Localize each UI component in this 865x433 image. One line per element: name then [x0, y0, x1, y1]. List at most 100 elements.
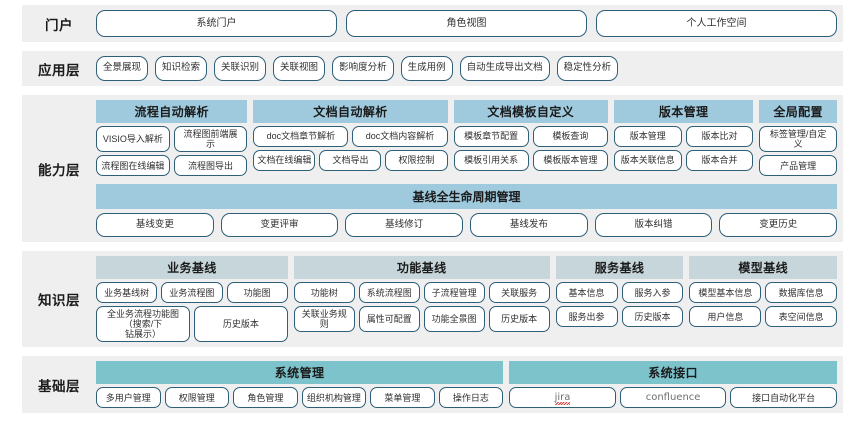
group-item-button[interactable]: VISIO导入解析 [96, 126, 170, 153]
group-item-button[interactable]: 功能全景图 [423, 306, 485, 333]
group-row: 标签管理/自定 义 [759, 126, 837, 153]
group-item-button[interactable]: 基本信息 [555, 282, 618, 304]
group-item-button[interactable]: 模型基本信息 [689, 282, 762, 304]
group-item-button[interactable]: 历史版本 [488, 306, 550, 333]
group-3: 文档模板自定义模板章节配置模板查询模板引用关系模板版本管理 [453, 100, 608, 176]
group-4: 版本管理版本管理版本比对版本关联信息版本合并 [613, 100, 754, 176]
portal-button[interactable]: 个人工作空间 [596, 10, 837, 37]
group-item-button[interactable]: 多用户管理 [96, 387, 161, 409]
group-item-button[interactable]: 版本关联信息 [613, 150, 682, 171]
group-item-button[interactable]: 服务出参 [555, 306, 618, 328]
group-item-button[interactable]: 操作日志 [438, 387, 504, 409]
group-item-button[interactable]: 产品管理 [759, 155, 837, 177]
group-item-button[interactable]: 历史版本 [193, 306, 288, 343]
group-row: 业务基线树业务流程图功能图 [96, 282, 288, 304]
group-item-button[interactable]: 标签管理/自定 义 [759, 126, 837, 153]
portal-button[interactable]: 系统门户 [96, 10, 337, 37]
group-item-button[interactable]: 模板引用关系 [453, 150, 529, 171]
group-item-button[interactable]: 业务基线树 [96, 282, 158, 304]
group-row: 多用户管理权限管理角色管理组织机构管理菜单管理操作日志 [96, 387, 504, 409]
group-item-button[interactable]: 文档在线编辑 [253, 150, 316, 171]
group-item-button[interactable]: 流程图在线编辑 [96, 155, 170, 177]
group-item-button[interactable]: 菜单管理 [370, 387, 435, 409]
group-item-button[interactable]: confluence [619, 387, 727, 409]
group-header: 流程自动解析 [96, 100, 248, 123]
group-row: 服务出参历史版本 [555, 306, 684, 328]
group-1: 业务基线业务基线树业务流程图功能图全业务流程功能图（搜索/下 钻展示）历史版本 [96, 256, 288, 343]
group-item-button[interactable]: 功能树 [293, 282, 355, 304]
portal-row: 系统门户角色视图个人工作空间 [96, 10, 837, 37]
group-item-button[interactable]: 流程图前端展 示 [173, 126, 248, 153]
group-item-button[interactable]: 业务流程图 [161, 282, 223, 304]
group-item-button[interactable]: 属性可配置 [358, 306, 420, 333]
group-header: 服务基线 [555, 256, 684, 280]
baseline-button[interactable]: 基线变更 [96, 213, 214, 238]
group-item-button[interactable]: 版本合并 [685, 150, 754, 171]
group-item-button[interactable]: 接口自动化平台 [730, 387, 837, 409]
app-button[interactable]: 全景展现 [96, 56, 149, 81]
group-5: 全局配置标签管理/自定 义产品管理 [759, 100, 837, 177]
group-row: 模板引用关系模板版本管理 [453, 150, 608, 171]
group-item-button[interactable]: 用户信息 [689, 306, 762, 328]
portal-button[interactable]: 角色视图 [346, 10, 587, 37]
baseline-button[interactable]: 变更评审 [220, 213, 339, 238]
group-item-button[interactable]: 系统流程图 [358, 282, 420, 304]
group-row: 模型基本信息数据库信息 [689, 282, 837, 304]
group-item-button[interactable]: 关联业务规则 [293, 306, 355, 333]
group-item-button[interactable]: 版本管理 [613, 126, 682, 147]
app-button[interactable]: 生成用例 [400, 56, 453, 81]
group-item-button[interactable]: 角色管理 [233, 387, 298, 409]
group-item-button[interactable]: 组织机构管理 [301, 387, 367, 409]
group-row: 关联业务规则属性可配置功能全景图历史版本 [293, 306, 550, 333]
layer-knowledge: 知识层业务基线业务基线树业务流程图功能图全业务流程功能图（搜索/下 钻展示）历史… [22, 251, 843, 348]
group-row: 功能树系统流程图子流程管理关联服务 [293, 282, 550, 304]
group-item-button[interactable]: 模板查询 [532, 126, 608, 147]
group-item-button[interactable]: 功能图 [226, 282, 288, 304]
layer-apps: 应用层全景展现知识检索关联识别关联视图影响度分析生成用例自动生成导出文档稳定性分… [22, 51, 843, 86]
baseline-button[interactable]: 变更历史 [719, 213, 838, 238]
group-item-button[interactable]: 子流程管理 [423, 282, 485, 304]
app-button[interactable]: 影响度分析 [332, 56, 394, 81]
group-item-button[interactable]: 关联服务 [488, 282, 550, 304]
baseline-lifecycle-header: 基线全生命周期管理 [96, 184, 837, 210]
group-item-button[interactable]: 模板版本管理 [532, 150, 608, 171]
baseline-button[interactable]: 基线修订 [345, 213, 464, 238]
group-row: 流程图在线编辑流程图导出 [96, 155, 248, 177]
group-item-button[interactable]: 服务入参 [621, 282, 684, 304]
group-item-button[interactable]: 权限管理 [164, 387, 230, 409]
group-3: 服务基线基本信息服务入参服务出参历史版本 [555, 256, 684, 342]
group-item-button[interactable]: 文档导出 [319, 150, 382, 171]
group-item-button[interactable]: 模板章节配置 [453, 126, 529, 147]
layer-body-portal: 系统门户角色视图个人工作空间 [96, 10, 837, 37]
baseline-button[interactable]: 版本纠错 [594, 213, 713, 238]
layer-label-capability: 能力层 [38, 162, 80, 178]
group-item-button[interactable]: 历史版本 [621, 306, 684, 328]
group-header: 模型基线 [689, 256, 837, 280]
group-item-button[interactable]: 权限控制 [385, 150, 448, 171]
group-item-button[interactable]: 版本比对 [685, 126, 754, 147]
group-row: 文档在线编辑文档导出权限控制 [253, 150, 448, 171]
group-row: VISIO导入解析流程图前端展 示 [96, 126, 248, 153]
group-item-button[interactable]: jira [509, 387, 616, 409]
app-button[interactable]: 知识检索 [155, 56, 208, 81]
app-button[interactable]: 自动生成导出文档 [459, 56, 550, 81]
group-item-button[interactable]: doc文档内容解析 [352, 126, 448, 147]
group-item-button[interactable]: doc文档章节解析 [253, 126, 349, 147]
group-item-button[interactable]: 全业务流程功能图（搜索/下 钻展示） [96, 306, 190, 343]
group-header: 版本管理 [613, 100, 754, 123]
app-button[interactable]: 关联识别 [214, 56, 267, 81]
group-row: 产品管理 [759, 155, 837, 177]
group-item-button[interactable]: 流程图导出 [173, 155, 248, 177]
layer-label-portal: 门户 [45, 17, 73, 33]
app-button[interactable]: 关联视图 [273, 56, 326, 81]
layer-body-knowledge: 业务基线业务基线树业务流程图功能图全业务流程功能图（搜索/下 钻展示）历史版本功… [96, 256, 837, 343]
baseline-button[interactable]: 基线发布 [470, 213, 588, 238]
app-button[interactable]: 稳定性分析 [556, 56, 619, 81]
group-item-button[interactable]: 表空间信息 [765, 306, 837, 328]
group-item-button[interactable]: 数据库信息 [765, 282, 837, 304]
